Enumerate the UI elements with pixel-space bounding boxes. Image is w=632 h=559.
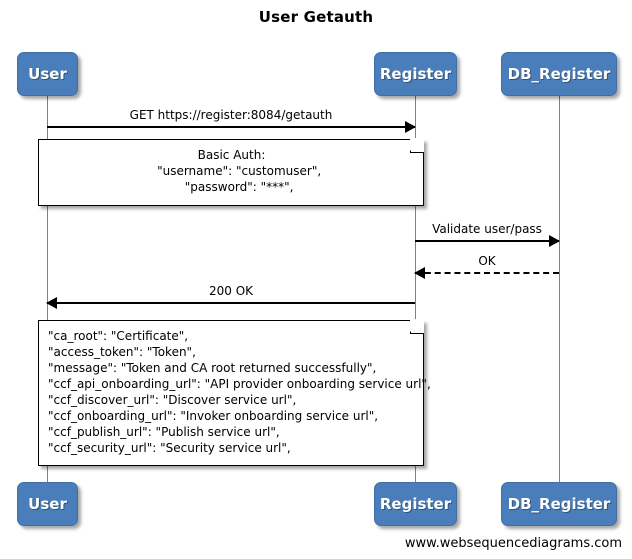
actor-user-top[interactable]: User (17, 52, 78, 96)
note-line: "message": "Token and CA root returned s… (48, 361, 377, 375)
note-line: "password": "***", (169, 180, 294, 194)
arrowhead-left-icon (46, 297, 57, 309)
note-line: Basic Auth: (197, 148, 266, 162)
actor-register-top-label: Register (379, 65, 452, 83)
note-line: "ca_root": "Certificate", (48, 329, 189, 343)
message-get-getauth-label: GET https://register:8084/getauth (129, 108, 333, 122)
actor-register-bottom[interactable]: Register (374, 482, 457, 526)
actor-user-bottom[interactable]: User (17, 482, 78, 526)
note-line: "ccf_onboarding_url": "Invoker onboardin… (48, 409, 379, 423)
basic-auth-note: Basic Auth: "username": "customuser", "p… (38, 138, 424, 206)
message-ok-label: OK (478, 254, 496, 268)
lifeline-user (47, 96, 48, 482)
footer-watermark: www.websequencediagrams.com (404, 536, 622, 551)
message-validate-user-pass-label: Validate user/pass (432, 222, 542, 236)
actor-user-bottom-label: User (28, 495, 67, 513)
arrowhead-right-icon (549, 235, 560, 247)
arrowhead-left-icon (414, 267, 425, 279)
actor-register-top[interactable]: Register (374, 52, 457, 96)
actor-db-register-bottom-label: DB_Register (507, 495, 611, 513)
actor-db-register-bottom[interactable]: DB_Register (501, 482, 617, 526)
note-line: "ccf_discover_url": "Discover service ur… (48, 393, 297, 407)
actor-db-register-top[interactable]: DB_Register (501, 52, 617, 96)
lifeline-db-register (559, 96, 560, 482)
actor-register-bottom-label: Register (379, 495, 452, 513)
arrowhead-right-icon (405, 121, 416, 133)
note-fold-icon (410, 319, 424, 334)
response-body-note: "ca_root": "Certificate", "access_token"… (38, 319, 431, 466)
note-line: "ccf_api_onboarding_url": "API provider … (48, 377, 431, 391)
actor-db-register-top-label: DB_Register (507, 65, 611, 83)
actor-user-top-label: User (28, 65, 67, 83)
note-line: "ccf_security_url": "Security service ur… (48, 441, 291, 455)
note-line: "access_token": "Token", (48, 345, 196, 359)
note-line: "ccf_publish_url": "Publish service url"… (48, 425, 280, 439)
note-fold-icon (410, 138, 424, 153)
lifeline-register (415, 96, 416, 482)
message-line (47, 126, 415, 128)
page-title: User Getauth (258, 8, 374, 26)
message-line (415, 272, 559, 274)
note-line: "username": "customuser", (141, 164, 322, 178)
message-line (415, 240, 559, 242)
message-200-ok-label: 200 OK (208, 284, 254, 298)
message-line (47, 302, 415, 304)
